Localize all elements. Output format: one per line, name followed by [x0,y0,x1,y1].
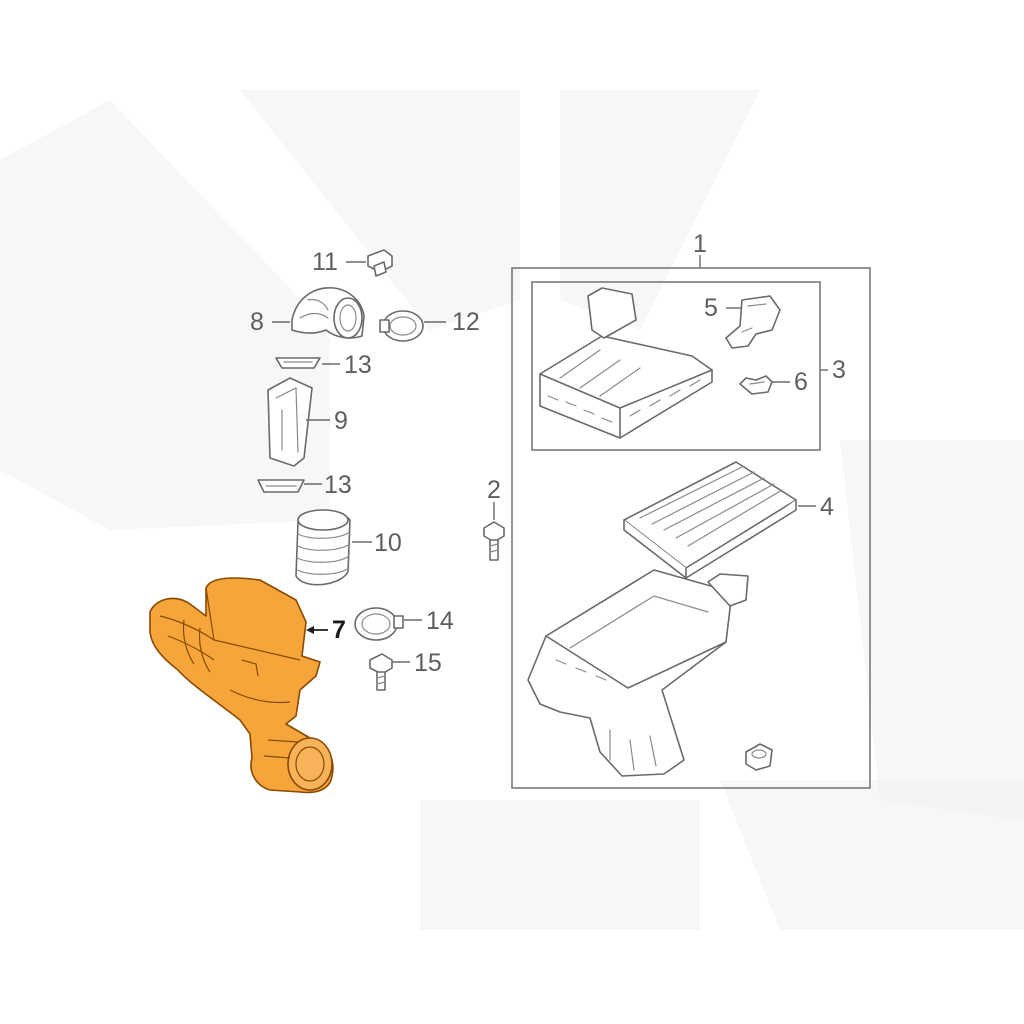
grommet[interactable] [745,743,773,771]
watermark-shape-bottom-right [720,780,1024,930]
callout-9: 9 [334,407,348,435]
callout-5: 5 [704,294,718,322]
part-6-screw[interactable] [739,375,773,395]
part-14-clamp[interactable] [354,607,404,641]
callout-10: 10 [374,529,402,557]
callout-6: 6 [794,368,808,396]
part-4-filter[interactable] [623,461,797,579]
callout-1: 1 [693,230,707,258]
watermark-shape-left [0,100,330,530]
callout-3: 3 [832,356,846,384]
watermark-shape-top [240,90,520,330]
watermark [0,90,1024,930]
callout-15: 15 [414,649,442,677]
watermark-shape-top-right [560,90,760,330]
part-11-bolt[interactable] [367,249,393,277]
callout-13-lower: 13 [324,471,352,499]
part-13-lower-clip[interactable] [257,479,305,493]
part-5-sensor[interactable] [725,295,781,349]
part-15-screw[interactable] [369,653,393,691]
part-13-upper-clip[interactable] [275,357,321,369]
callout-7: 7 [332,616,346,644]
part-12-clamp[interactable] [379,310,424,342]
callout-2: 2 [487,476,501,504]
part-10-hose[interactable] [295,509,351,586]
part-3-upper-cover[interactable] [539,287,713,439]
callout-13-upper: 13 [344,351,372,379]
callout-4: 4 [820,493,834,521]
callout-14: 14 [426,607,454,635]
watermark-shape-right [840,440,1024,820]
callout-8: 8 [250,308,264,336]
callout-11: 11 [312,248,338,276]
part-2-bolt[interactable] [483,521,505,561]
part-8-elbow[interactable] [291,287,365,339]
callout-12: 12 [452,308,480,336]
part-9-duct[interactable] [267,377,313,467]
leader-7-arrow [306,626,314,634]
lower-case[interactable] [527,569,749,777]
part-7-intake-duct[interactable] [149,577,334,794]
assembly-frame-1 [511,267,871,789]
watermark-shape-bottom [420,800,700,930]
assembly-frame-3 [531,281,821,451]
